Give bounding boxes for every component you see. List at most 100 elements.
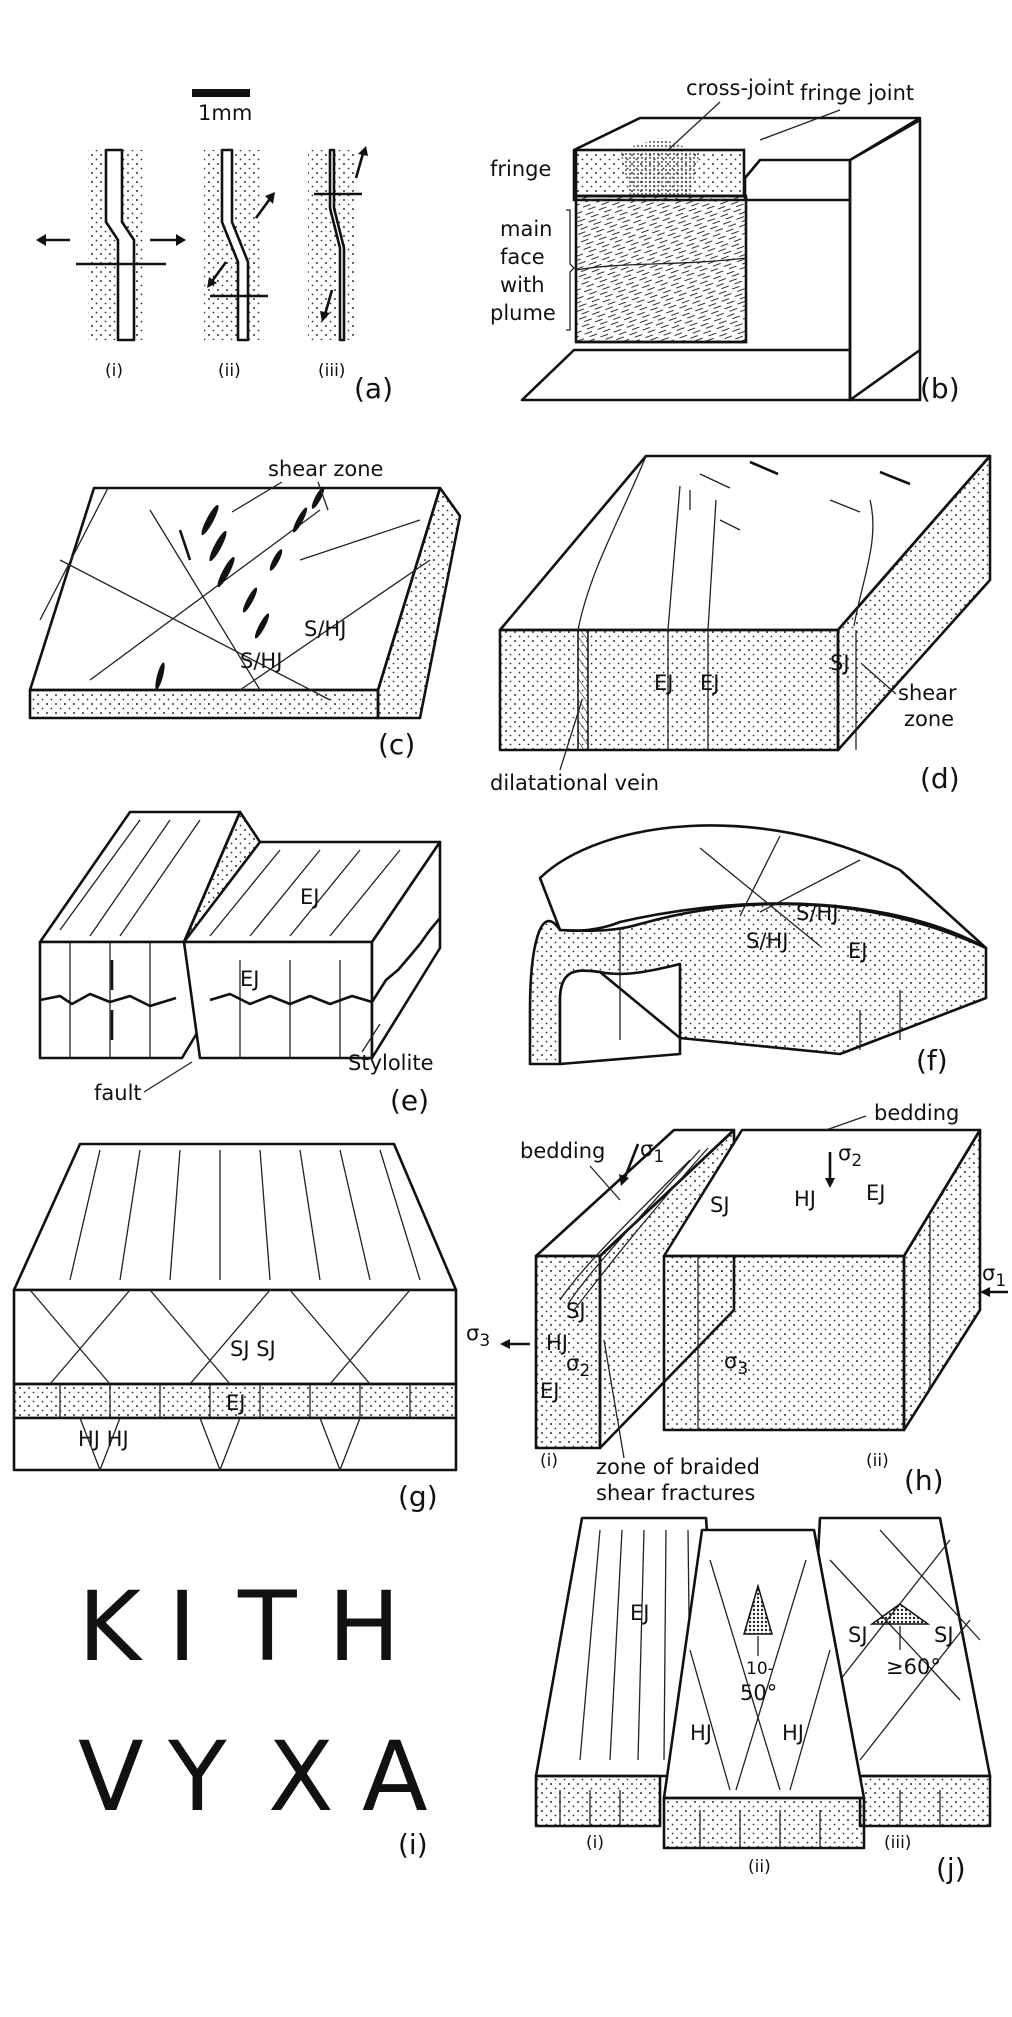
- letter-a: A: [362, 1721, 428, 1833]
- panel-h: bedding bedding σ1 σ2 σ1 σ3 σ2 σ3 SJ HJ …: [466, 1101, 1008, 1505]
- hybrid-vein-ii: [220, 148, 250, 342]
- panel-b: cross-joint fringe joint fringe main fac…: [490, 76, 960, 405]
- label-ej-h: EJ: [866, 1181, 885, 1205]
- leader-cross-joint: [667, 101, 721, 151]
- label-ej-j: EJ: [630, 1601, 649, 1625]
- label-angle-range-top: 10-: [746, 1659, 774, 1679]
- label-sigma3-i: σ3: [466, 1321, 490, 1351]
- label-hj-j-2: HJ: [782, 1721, 804, 1745]
- label-zone-braided-1: zone of braided: [596, 1455, 760, 1479]
- label-ej-g: EJ: [226, 1391, 245, 1415]
- leader-dilatational-vein: [559, 699, 583, 771]
- label-sj-j-1: SJ: [848, 1623, 868, 1647]
- leader-shear-zone-1: [231, 481, 283, 513]
- h-sigma1-head-ii: [980, 1287, 990, 1297]
- label-hj-h: HJ: [794, 1187, 816, 1211]
- h-braided-fractures: [559, 1147, 709, 1311]
- sub-label-ii: (ii): [218, 361, 241, 381]
- g-lower-layer: [12, 1416, 458, 1472]
- sub-label-j-i: (i): [586, 1833, 604, 1853]
- label-ej-top-e: EJ: [300, 885, 319, 909]
- panel-a: 1mm (i) (ii) (iii) (a): [36, 89, 393, 405]
- f-joint-traces: [619, 835, 901, 1050]
- panel-g: SJ SJ EJ HJ HJ (g): [12, 1142, 458, 1513]
- j-slab-ii-joints: [689, 1559, 831, 1848]
- label-fault: fault: [94, 1081, 142, 1105]
- j-dihedral-angle-ii: [743, 1583, 773, 1635]
- label-zone-braided-2: shear fractures: [596, 1481, 755, 1505]
- caption-c: (c): [378, 728, 415, 761]
- g-top-joint-traces: [69, 1149, 421, 1281]
- sub-label-h-i: (i): [540, 1451, 558, 1471]
- c-slip-arrow: [178, 529, 192, 561]
- label-sj-h: SJ: [710, 1193, 730, 1217]
- caption-b: (b): [920, 372, 960, 405]
- letter-t: T: [237, 1571, 297, 1683]
- label-cross-joint: cross-joint: [686, 76, 794, 100]
- label-main-face-4: plume: [490, 301, 556, 325]
- label-shj-1: S/HJ: [304, 617, 346, 641]
- panel-c: shear zone S/HJ S/HJ (c): [28, 457, 462, 761]
- label-fringe-joint: fringe joint: [800, 81, 914, 105]
- c-side-face: [376, 486, 462, 720]
- label-sigma3-ii: σ3: [724, 1349, 748, 1379]
- panel-e: EJ EJ Stylolite fault (e): [38, 810, 442, 1117]
- label-main-face-1: main: [500, 217, 552, 241]
- shear-vein-iii: [328, 148, 346, 342]
- label-ej-1: EJ: [654, 671, 673, 695]
- caption-h: (h): [904, 1464, 944, 1497]
- letter-y: Y: [167, 1721, 227, 1833]
- sub-label-j-ii: (ii): [748, 1857, 771, 1877]
- label-shj-f-2: S/HJ: [746, 929, 788, 953]
- label-dilatational-vein: dilatational vein: [490, 771, 659, 795]
- arrowhead-down-ii: [207, 277, 217, 288]
- plume-axis: [575, 257, 747, 271]
- label-ej-f: EJ: [848, 939, 867, 963]
- label-hj-g: HJ HJ: [78, 1427, 129, 1451]
- block-right-face: [848, 118, 922, 402]
- panel-d: EJ EJ SJ shear zone dilatational vein (d…: [490, 454, 992, 795]
- h-sigma2-head-ii: [825, 1178, 835, 1188]
- scale-label: 1mm: [198, 101, 252, 125]
- leader-shear-zone-d: [861, 663, 897, 695]
- d-joint-traces: [667, 485, 874, 750]
- arrowhead-up-ii: [265, 192, 275, 204]
- sub-label-i: (i): [105, 361, 123, 381]
- e-hangingwall-side: [370, 840, 442, 1060]
- label-ej-h-i: EJ: [540, 1379, 559, 1403]
- label-angle-min: ≥60°: [886, 1655, 941, 1679]
- label-sigma2-ii: σ2: [838, 1141, 862, 1171]
- leader-bedding-left: [589, 1165, 621, 1201]
- j-slab-iii-front: [858, 1774, 992, 1828]
- label-hj-j-1: HJ: [690, 1721, 712, 1745]
- label-shj-f-1: S/HJ: [796, 901, 838, 925]
- j-slab-ii-front: [662, 1796, 866, 1850]
- letter-i: I: [168, 1571, 196, 1683]
- caption-d: (d): [920, 762, 960, 795]
- arrowhead-down-iii: [320, 311, 330, 322]
- letter-h: H: [328, 1571, 400, 1683]
- d-shear-arrows: [689, 460, 911, 531]
- c-front-face: [28, 688, 380, 720]
- panel-i: K I T H V Y X A (i): [78, 1571, 428, 1861]
- g-hybrid-joints: [79, 1417, 361, 1471]
- label-shj-2: S/HJ: [240, 649, 282, 673]
- label-sj-g: SJ SJ: [230, 1337, 276, 1361]
- caption-f: (f): [916, 1044, 948, 1077]
- h-sigma1-arrow-i: [622, 1143, 640, 1181]
- h-block-ii-side: [902, 1128, 982, 1432]
- label-ej-front-e: EJ: [240, 967, 259, 991]
- letter-v: V: [78, 1721, 144, 1833]
- sub-label-h-ii: (ii): [866, 1451, 889, 1471]
- leader-stylolite: [361, 1023, 381, 1053]
- label-sj-j-2: SJ: [934, 1623, 954, 1647]
- j-slab-i-front: [534, 1774, 662, 1828]
- label-shear-zone: shear zone: [268, 457, 383, 481]
- h-block-ii-front: [662, 1254, 906, 1432]
- e-ej-traces: [59, 819, 401, 1058]
- arrowhead-up-iii: [358, 146, 368, 156]
- label-shear-zone-d-2: zone: [904, 707, 954, 731]
- leader-shear-zone-2: [317, 481, 329, 511]
- label-sigma1-ii: σ1: [982, 1261, 1006, 1291]
